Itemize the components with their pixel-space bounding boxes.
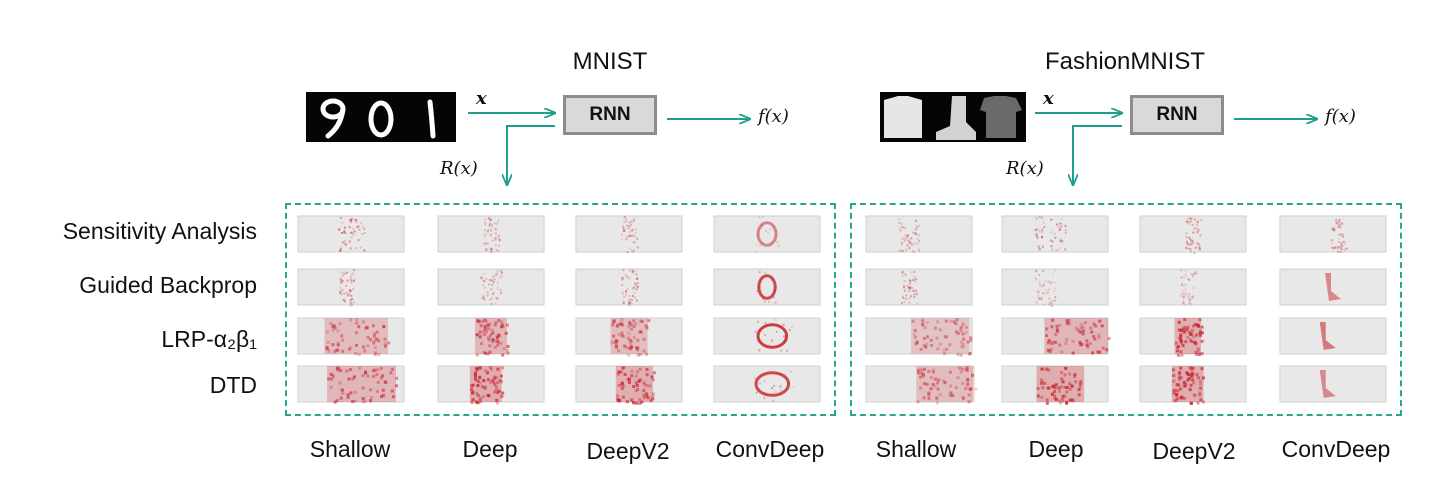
- heatmap-mnist-dtd-convdeep: [713, 365, 821, 403]
- row-label-sensitivity: Sensitivity Analysis: [62, 218, 257, 244]
- mnist-input-image: [306, 92, 456, 142]
- mnist-input-label: x: [476, 88, 487, 109]
- heatmap-fashion-dtd-deep: [1001, 365, 1109, 405]
- heatmap-mnist-guided-backprop-deep: [437, 268, 545, 306]
- fashion-results-panel: [850, 203, 1402, 416]
- row-label-dtd: DTD: [209, 372, 257, 398]
- fashion-relevance-arrow: [1073, 125, 1122, 185]
- mnist-relevance-label: R(x): [440, 158, 478, 179]
- mnist-results-panel: [285, 203, 836, 416]
- heatmap-fashion-guided-backprop-deep: [1001, 268, 1109, 307]
- heatmap-mnist-dtd-deep: [437, 365, 545, 405]
- heatmap-mnist-dtd-shallow: [297, 365, 405, 404]
- col-label-fashion-shallow: Shallow: [875, 436, 957, 462]
- heatmap-fashion-lrp-shallow: [865, 317, 973, 357]
- heatmap-mnist-sensitivity-deepv2: [575, 215, 683, 254]
- heatmap-mnist-guided-backprop-deepv2: [575, 268, 683, 307]
- fashion-input-label: x: [1043, 88, 1054, 109]
- heatmap-mnist-sensitivity-deep: [437, 215, 545, 253]
- heatmap-mnist-sensitivity-convdeep: [713, 215, 821, 254]
- heatmap-mnist-lrp-convdeep: [713, 317, 821, 355]
- heatmap-fashion-sensitivity-deepv2: [1139, 215, 1247, 254]
- col-label-mnist-convdeep: ConvDeep: [715, 436, 825, 462]
- fashion-output-label: f(x): [1325, 106, 1356, 127]
- fashion-rnn-box: RNN: [1130, 95, 1224, 135]
- heatmap-mnist-guided-backprop-shallow: [297, 268, 405, 307]
- heatmap-fashion-guided-backprop-deepv2: [1139, 268, 1247, 307]
- heatmap-mnist-dtd-deepv2: [575, 365, 683, 405]
- heatmap-mnist-sensitivity-shallow: [297, 215, 405, 253]
- fashion-input-image: [880, 92, 1026, 142]
- heatmap-fashion-lrp-deepv2: [1139, 317, 1247, 357]
- heatmap-fashion-sensitivity-shallow: [865, 215, 973, 254]
- heatmap-fashion-lrp-convdeep: [1279, 317, 1387, 355]
- heatmap-fashion-dtd-convdeep: [1279, 365, 1387, 403]
- heatmap-fashion-dtd-deepv2: [1139, 365, 1247, 405]
- heatmap-mnist-lrp-deep: [437, 317, 545, 357]
- fashion-title: FashionMNIST: [1044, 48, 1206, 75]
- heatmap-mnist-guided-backprop-convdeep: [713, 268, 821, 306]
- row-label-lrp: LRP-α₂β₁: [161, 326, 257, 352]
- col-label-fashion-convdeep: ConvDeep: [1281, 436, 1391, 462]
- heatmap-fashion-lrp-deep: [1001, 317, 1111, 355]
- mnist-rnn-box: RNN: [563, 95, 657, 135]
- col-label-mnist-shallow: Shallow: [309, 436, 391, 462]
- col-label-fashion-deepv2: DeepV2: [1152, 438, 1236, 464]
- heatmap-mnist-lrp-deepv2: [575, 317, 683, 357]
- heatmap-fashion-guided-backprop-convdeep: [1279, 268, 1387, 306]
- mnist-title: MNIST: [572, 48, 648, 75]
- heatmap-fashion-sensitivity-convdeep: [1279, 215, 1387, 253]
- fashion-relevance-label: R(x): [1006, 158, 1044, 179]
- col-label-fashion-deep: Deep: [1028, 436, 1084, 462]
- heatmap-fashion-dtd-shallow: [865, 365, 978, 405]
- mnist-relevance-arrow: [507, 125, 555, 185]
- row-label-guided-backprop: Guided Backprop: [79, 272, 257, 298]
- fashion-rnn-label: RNN: [1156, 104, 1198, 125]
- mnist-output-label: f(x): [758, 106, 789, 127]
- heatmap-fashion-sensitivity-deep: [1001, 215, 1109, 253]
- heatmap-fashion-guided-backprop-shallow: [865, 268, 973, 306]
- col-label-mnist-deep: Deep: [462, 436, 518, 462]
- heatmap-mnist-lrp-shallow: [297, 317, 405, 356]
- mnist-rnn-label: RNN: [589, 104, 631, 125]
- col-label-mnist-deepv2: DeepV2: [586, 438, 670, 464]
